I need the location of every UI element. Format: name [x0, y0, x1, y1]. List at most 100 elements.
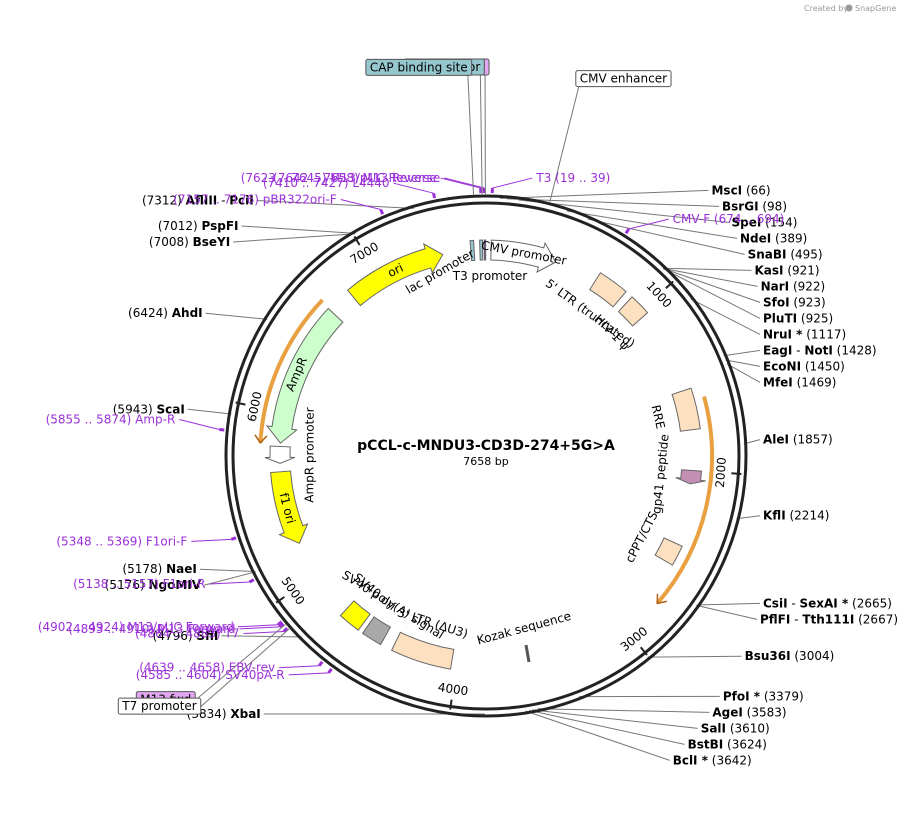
enzyme-site-label[interactable]: (4796) SfiI: [153, 629, 219, 643]
inner-feature-label: T3 promoter: [452, 269, 528, 283]
enzyme-label-part: (1117): [802, 327, 846, 341]
primer-label[interactable]: (5348 .. 5369) F1ori-F: [56, 534, 187, 548]
enzyme-site-label[interactable]: SpeI (154): [731, 215, 797, 229]
enzyme-site-label[interactable]: (5176) NgoMIV: [105, 578, 202, 592]
enzyme-leader: [725, 359, 761, 367]
enzyme-site-label[interactable]: SfoI (923): [763, 295, 826, 309]
enzyme-label-part: (66): [742, 183, 770, 197]
feature-arrow[interactable]: [346, 242, 444, 307]
feature-arrow[interactable]: [479, 239, 484, 261]
primer-leader: [440, 177, 481, 189]
enzyme-site-label[interactable]: EcoNI (1450): [763, 359, 845, 373]
boxed-feature-label[interactable]: T7 promoter: [117, 697, 202, 715]
enzyme-site-label[interactable]: PfoI * (3379): [723, 689, 804, 703]
feature-arrow[interactable]: [270, 470, 309, 544]
enzyme-leader: [663, 268, 761, 319]
feature-label: RRE: [649, 404, 668, 431]
enzyme-site-label[interactable]: (5178) NaeI: [122, 562, 196, 576]
plasmid-size: 7658 bp: [463, 455, 508, 468]
boxed-feature-text: CMV enhancer: [580, 72, 667, 86]
backbone: [224, 194, 748, 718]
enzyme-label-part: ScaI: [156, 402, 184, 416]
enzyme-site-label[interactable]: KasI (921): [754, 263, 819, 277]
enzyme-label-part: (1469): [793, 375, 837, 389]
primer-label[interactable]: (4864 .. 4883) T7: [135, 627, 239, 641]
enzyme-site-label[interactable]: MscI (66): [711, 183, 770, 197]
feature-arrow[interactable]: [671, 387, 701, 432]
enzyme-site-label[interactable]: EagI - NotI (1428): [763, 343, 877, 357]
primer-label[interactable]: (4893 .. 4910) M13 Forward: [68, 622, 235, 636]
feature-arrow[interactable]: [483, 239, 487, 261]
enzyme-site-label[interactable]: (5943) ScaI: [113, 402, 185, 416]
credit-brand: SnapGene: [855, 4, 896, 13]
enzyme-site-label[interactable]: CsiI - SexAI * (2665): [763, 596, 892, 610]
feature-label: ori: [385, 261, 405, 280]
orf-arc: [258, 298, 324, 443]
feature-arrow[interactable]: [339, 600, 371, 631]
enzyme-label-part: Tth111I: [802, 612, 854, 626]
enzyme-label-part: (5178): [122, 562, 166, 576]
enzyme-label-part: (154): [761, 215, 797, 229]
enzyme-site-label[interactable]: BclI * (3642): [673, 753, 752, 767]
enzyme-site-label[interactable]: AleI (1857): [763, 433, 833, 447]
enzyme-label-part: BseYI: [193, 235, 231, 249]
enzyme-site-label[interactable]: NruI * (1117): [763, 327, 846, 341]
feature-arrow[interactable]: [589, 272, 627, 308]
enzyme-site-label[interactable]: NarI (922): [761, 279, 826, 293]
primer-label[interactable]: (4902 .. 4924) M13/pUC Forward: [38, 620, 234, 634]
enzyme-site-label[interactable]: (7008) BseYI: [149, 235, 230, 249]
enzyme-site-label[interactable]: (6424) AhdI: [128, 306, 203, 320]
enzyme-label-part: SalI: [701, 721, 726, 735]
enzyme-site-label[interactable]: MfeI (1469): [763, 375, 836, 389]
enzyme-site-label[interactable]: KflI (2214): [763, 509, 829, 523]
feature-arrow[interactable]: [654, 537, 683, 566]
enzyme-label-part: (3583): [743, 705, 787, 719]
enzyme-site-label[interactable]: BstBI (3624): [688, 737, 767, 751]
primer-label[interactable]: T3 (19 .. 39): [535, 171, 610, 185]
enzyme-site-label[interactable]: BsrGI (98): [722, 199, 787, 213]
feature-arrow[interactable]: [390, 631, 455, 670]
primer-leader: [209, 581, 250, 585]
primer-leader: [628, 218, 669, 230]
primer-label[interactable]: (7410 .. 7427) L4440: [263, 176, 390, 190]
credit-prefix: Created by: [804, 4, 848, 13]
feature-arrow[interactable]: [490, 239, 557, 273]
enzyme-site-label[interactable]: PluTI (925): [763, 311, 833, 325]
primer-label[interactable]: (4585 .. 4604) SV40pA-R: [136, 668, 285, 682]
enzyme-site-label[interactable]: (7312) AflIII - PciI: [142, 193, 254, 207]
feature-arrow[interactable]: [361, 616, 392, 646]
enzyme-site-label[interactable]: PflFI - Tth111I (2667): [760, 612, 898, 626]
primer-leader: [340, 199, 381, 211]
enzyme-leader: [647, 655, 742, 658]
primer-leader: [243, 631, 284, 635]
primer-label[interactable]: (4639 .. 4658) EBV-rev: [139, 661, 275, 675]
primer-label[interactable]: (5138 .. 5157) F1ori-R: [73, 577, 205, 591]
primer-label[interactable]: (7157 .. 7176) pBR322ori-F: [173, 193, 337, 207]
primer-leader: [444, 177, 485, 189]
tick-label: 7000: [348, 239, 381, 267]
primer-label[interactable]: CMV-F (674 .. 694): [673, 212, 785, 226]
enzyme-site-label[interactable]: (7012) PspFI: [158, 219, 239, 233]
boxed-label-leader: [479, 71, 483, 195]
feature-arrow[interactable]: [264, 445, 296, 464]
primer-label[interactable]: (7623 .. 7645) M13/pUC Reverse: [241, 171, 437, 185]
feature-arrow[interactable]: [675, 469, 706, 485]
enzyme-label-part: -: [788, 596, 800, 610]
enzyme-site-label[interactable]: NdeI (389): [740, 231, 807, 245]
enzyme-site-label[interactable]: Bsu36I (3004): [745, 649, 835, 663]
enzyme-label-part: AhdI: [172, 306, 203, 320]
primer-site-mark: [432, 192, 437, 199]
boxed-feature-label[interactable]: CAP binding site: [365, 58, 473, 76]
feature-arrow[interactable]: [617, 296, 649, 327]
primer-label[interactable]: (7642 .. 7658) M13 Reverse: [273, 171, 440, 185]
feature-arrow[interactable]: [265, 307, 344, 444]
enzyme-site-label[interactable]: SalI (3610): [701, 721, 770, 735]
primer-label[interactable]: (5855 .. 5874) Amp-R: [46, 413, 176, 427]
enzyme-site-label[interactable]: AgeI (3583): [712, 705, 786, 719]
feature-arrow[interactable]: [469, 239, 476, 262]
plasmid-center-label: pCCL-c-MNDU3-CD3D-274+5G>A 7658 bp: [357, 438, 615, 468]
enzyme-site-label[interactable]: SnaBI (495): [748, 247, 823, 261]
boxed-feature-label[interactable]: CMV enhancer: [575, 70, 672, 88]
enzyme-leader: [662, 267, 752, 271]
